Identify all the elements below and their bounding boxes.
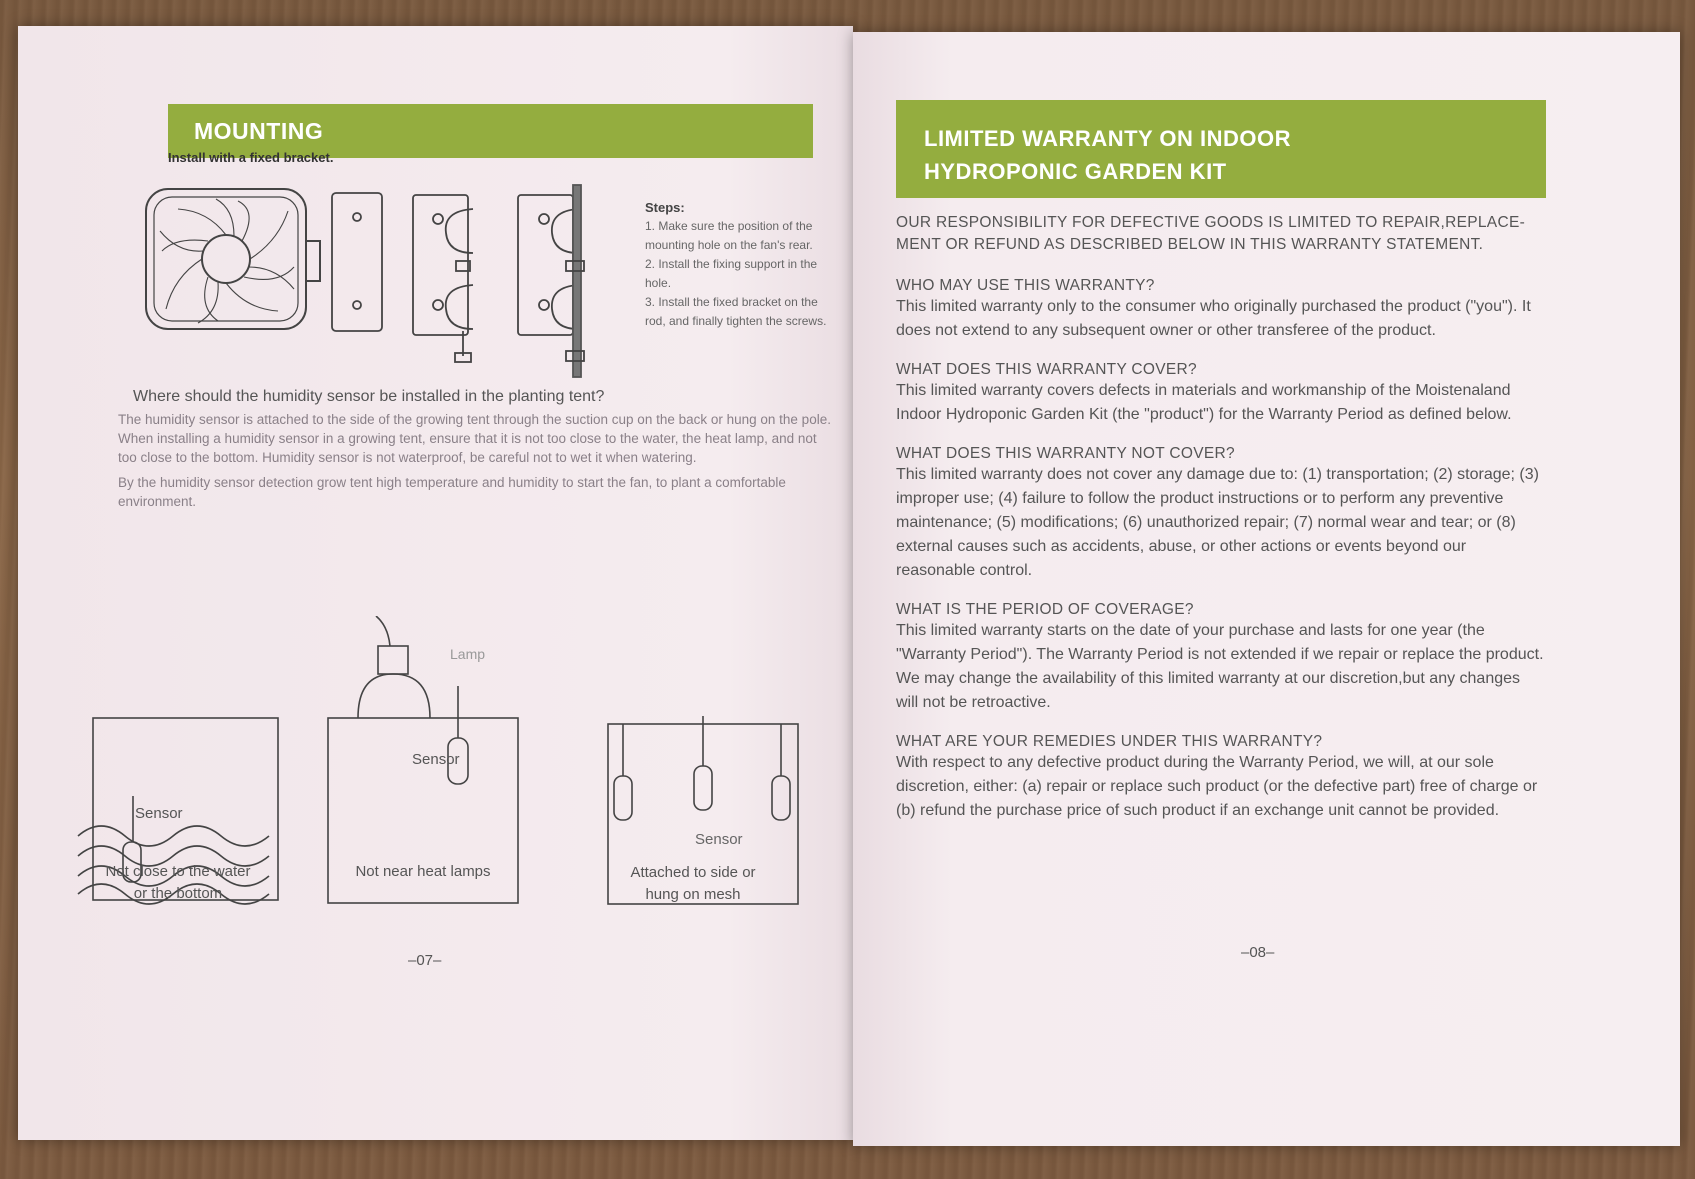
step-3: 3. Install the fixed bracket on the rod,… xyxy=(645,295,827,328)
section-body: This limited warranty does not cover any… xyxy=(896,466,1539,579)
diagram-lamp-label: Sensor xyxy=(412,751,460,768)
warranty-section: WHAT ARE YOUR REMEDIES UNDER THIS WARRAN… xyxy=(896,733,1546,823)
warranty-section: WHAT DOES THIS WARRANTY COVER? This limi… xyxy=(896,361,1546,427)
diagram-water xyxy=(77,717,279,905)
left-page: MOUNTING Install with a fixed bracket. xyxy=(18,26,853,1140)
sensor-description-p2: By the humidity sensor detection grow te… xyxy=(118,475,786,509)
section-heading: WHO MAY USE THIS WARRANTY? xyxy=(896,277,1155,294)
step-2: 2. Install the fixing support in the hol… xyxy=(645,257,818,290)
section-heading: WHAT ARE YOUR REMEDIES UNDER THIS WARRAN… xyxy=(896,733,1323,750)
warranty-title-line1: LIMITED WARRANTY ON INDOOR xyxy=(924,126,1292,151)
step-1: 1. Make sure the position of the mountin… xyxy=(645,219,813,252)
bracket-icon xyxy=(412,194,474,363)
install-note: Install with a fixed bracket. xyxy=(168,150,334,165)
diagram-mesh xyxy=(607,716,799,905)
bracket-on-rod-icon xyxy=(517,184,585,378)
section-heading: WHAT IS THE PERIOD OF COVERAGE? xyxy=(896,601,1194,618)
mounting-plate-icon xyxy=(331,192,383,332)
section-body: This limited warranty starts on the date… xyxy=(896,622,1544,711)
mounting-illustration xyxy=(145,184,585,378)
caption-lamp-line1: Not near heat lamps xyxy=(355,863,491,880)
caption-mesh-line1: Attached to side or xyxy=(630,864,756,881)
section-body: With respect to any defective product du… xyxy=(896,754,1538,819)
caption-mesh: Attached to side or hung on mesh xyxy=(588,862,798,906)
diagram-lamp xyxy=(327,616,519,904)
caption-water-line1: Not close to the water xyxy=(105,863,251,880)
section-body: This limited warranty covers defects in … xyxy=(896,382,1512,423)
warranty-banner: LIMITED WARRANTY ON INDOOR HYDROPONIC GA… xyxy=(896,100,1546,198)
section-heading: WHAT DOES THIS WARRANTY NOT COVER? xyxy=(896,445,1235,462)
right-page: LIMITED WARRANTY ON INDOOR HYDROPONIC GA… xyxy=(853,32,1680,1146)
page-number-left: –07– xyxy=(408,952,442,969)
diagram-water-label: Sensor xyxy=(135,805,183,822)
warranty-section: WHO MAY USE THIS WARRANTY? This limited … xyxy=(896,277,1546,343)
page-number-right: –08– xyxy=(1241,944,1275,961)
section-body: This limited warranty only to the consum… xyxy=(896,298,1531,339)
warranty-sections: WHO MAY USE THIS WARRANTY? This limited … xyxy=(896,277,1546,841)
caption-mesh-line2: hung on mesh xyxy=(645,886,741,903)
mounting-title: MOUNTING xyxy=(194,118,324,144)
caption-lamp: Not near heat lamps xyxy=(318,861,528,883)
lamp-label: Lamp xyxy=(450,646,486,662)
sensor-description: The humidity sensor is attached to the s… xyxy=(118,410,838,511)
warranty-intro: OUR RESPONSIBILITY FOR DEFECTIVE GOODS I… xyxy=(896,214,1526,253)
steps-list: Steps: 1. Make sure the position of the … xyxy=(645,198,830,331)
mounting-banner: MOUNTING xyxy=(168,104,813,158)
fan-icon xyxy=(145,188,321,330)
warranty-section: WHAT DOES THIS WARRANTY NOT COVER? This … xyxy=(896,445,1546,583)
caption-water-line2: or the bottom xyxy=(133,885,223,902)
caption-water: Not close to the water or the bottom xyxy=(73,861,283,905)
steps-title: Steps: xyxy=(645,200,685,215)
section-heading: WHAT DOES THIS WARRANTY COVER? xyxy=(896,361,1197,378)
warranty-title-line2: HYDROPONIC GARDEN KIT xyxy=(924,159,1227,184)
warranty-section: WHAT IS THE PERIOD OF COVERAGE? This lim… xyxy=(896,601,1546,715)
sensor-question: Where should the humidity sensor be inst… xyxy=(133,388,605,405)
diagram-mesh-label: Sensor xyxy=(695,831,743,848)
sensor-description-p1: The humidity sensor is attached to the s… xyxy=(118,412,831,465)
